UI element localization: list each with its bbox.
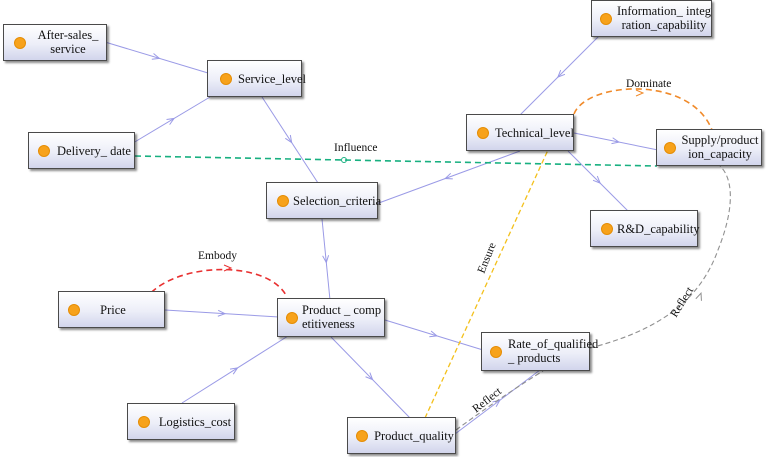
node-dot-icon	[490, 345, 502, 358]
node-label: Selection_criteria	[293, 194, 382, 208]
node-dot-icon	[277, 194, 289, 207]
node-rd-capability[interactable]: R&D_capability	[590, 210, 700, 247]
edge-arrow-price-to-product-competitiveness	[217, 309, 227, 317]
edge-arrow-product-competitiveness-to-quality	[365, 372, 374, 381]
node-dot-icon	[138, 415, 150, 428]
node-label-line1: Product _ comp	[302, 303, 382, 317]
edge-label-reflect-upper: Reflect	[668, 284, 696, 319]
node-label: Price	[100, 303, 126, 317]
edge-reflect-upper-arrow	[695, 291, 702, 301]
node-selection-criteria[interactable]: Selection_criteria	[266, 182, 382, 219]
node-label-line2: ration_capability	[621, 18, 707, 32]
edge-price-to-product-competitiveness	[164, 309, 280, 318]
node-dot-icon	[38, 144, 50, 157]
edge-label-influence: Influence	[334, 142, 377, 154]
node-price[interactable]: Price	[58, 291, 165, 328]
node-label: Delivery_ date	[57, 144, 131, 158]
edge-arrow-technical-to-supply	[611, 137, 621, 145]
solid-edges	[104, 34, 659, 435]
node-label-line2: etitiveness	[302, 317, 355, 331]
node-after-sales-service[interactable]: After-sales_ service	[3, 24, 107, 61]
edge-dominate-arrow	[635, 89, 645, 97]
edge-influence	[134, 155, 658, 167]
node-rate-of-qualified-products[interactable]: Rate_of_qualified _ products	[481, 332, 598, 371]
edge-embody	[144, 268, 288, 301]
edge-arrow-info-integration-to-technical	[556, 69, 566, 79]
edge-embody-arrow	[223, 264, 233, 272]
node-label-line1: Supply/product	[681, 133, 759, 147]
edge-influence-marker	[341, 157, 347, 163]
edge-label-embody: Embody	[198, 250, 237, 262]
node-product-quality[interactable]: Product_quality	[347, 417, 456, 454]
node-dot-icon	[68, 303, 80, 316]
node-dot-icon	[14, 36, 26, 49]
edge-logistics-to-product-competitiveness	[181, 335, 289, 404]
edge-selection-to-product-competitiveness	[321, 218, 331, 301]
edge-label-ensure: Ensure	[476, 241, 499, 275]
edge-arrow-selection-to-product-competitiveness	[322, 255, 330, 264]
edge-product-competitiveness-to-quality	[330, 336, 411, 419]
edge-label-dominate: Dominate	[626, 78, 671, 90]
edge-arrow-product-quality-to-rate	[492, 399, 501, 408]
edge-reflect-lower	[455, 370, 544, 431]
node-dot-icon	[356, 429, 368, 442]
edge-arrow-product-competitiveness-to-rate	[429, 330, 439, 338]
edge-info-integration-to-technical	[519, 34, 601, 116]
edge-reflect-upper	[589, 165, 731, 349]
edge-product-competitiveness-to-rate	[384, 319, 484, 351]
node-label: Service_level	[238, 72, 307, 86]
node-label-line2: service	[50, 42, 86, 56]
node-dot-icon	[220, 72, 232, 85]
edge-technical-to-rd	[567, 150, 629, 212]
node-dot-icon	[601, 222, 613, 235]
edge-ensure	[424, 149, 549, 419]
node-dot-icon	[664, 141, 676, 154]
edge-technical-level-to-selection	[375, 150, 521, 205]
node-service-level[interactable]: Service_level	[207, 60, 307, 97]
node-label-line2: ion_capacity	[688, 147, 752, 161]
node-product-competitiveness[interactable]: Product _ comp etitiveness	[277, 298, 385, 337]
node-label-line1: Information_ integ	[616, 4, 712, 18]
node-label-line2: _ products	[508, 351, 561, 365]
edge-arrow-service-level-to-selection	[285, 134, 293, 144]
node-label: R&D_capability	[617, 222, 700, 236]
edge-dominate	[573, 88, 713, 131]
node-label: Product_quality	[374, 429, 454, 443]
node-information-integration-capability[interactable]: Information_ integ ration_capability	[591, 0, 712, 37]
edge-arrow-logistics-to-product-competitiveness	[229, 367, 239, 375]
edge-technical-to-supply	[573, 132, 659, 151]
edge-arrow-technical-level-to-selection	[443, 172, 453, 180]
edge-delivery-to-service-level	[132, 96, 211, 144]
node-dot-icon	[477, 126, 489, 139]
node-label: Technical_level	[495, 126, 574, 140]
labeled-edges	[134, 88, 731, 431]
edge-after-sales-to-service-level	[104, 41, 209, 74]
edge-arrow-technical-to-rd	[592, 175, 602, 185]
edge-arrow-delivery-to-service-level	[166, 117, 176, 125]
node-label-line1: After-sales_	[37, 28, 99, 42]
node-delivery-date[interactable]: Delivery_ date	[28, 132, 135, 169]
node-supply-production-capacity[interactable]: Supply/product ion_capacity	[656, 129, 762, 166]
node-dot-icon	[286, 311, 298, 324]
node-label: Logistics_cost	[158, 415, 232, 429]
edge-arrow-after-sales-to-service-level	[151, 53, 161, 60]
edge-product-quality-to-rate	[454, 369, 541, 435]
node-technical-level[interactable]: Technical_level	[466, 114, 574, 151]
edge-service-level-to-selection	[261, 96, 319, 184]
node-label-line1: Rate_of_qualified	[508, 337, 599, 351]
node-logistics-cost[interactable]: Logistics_cost	[127, 403, 235, 440]
node-dot-icon	[600, 12, 612, 25]
